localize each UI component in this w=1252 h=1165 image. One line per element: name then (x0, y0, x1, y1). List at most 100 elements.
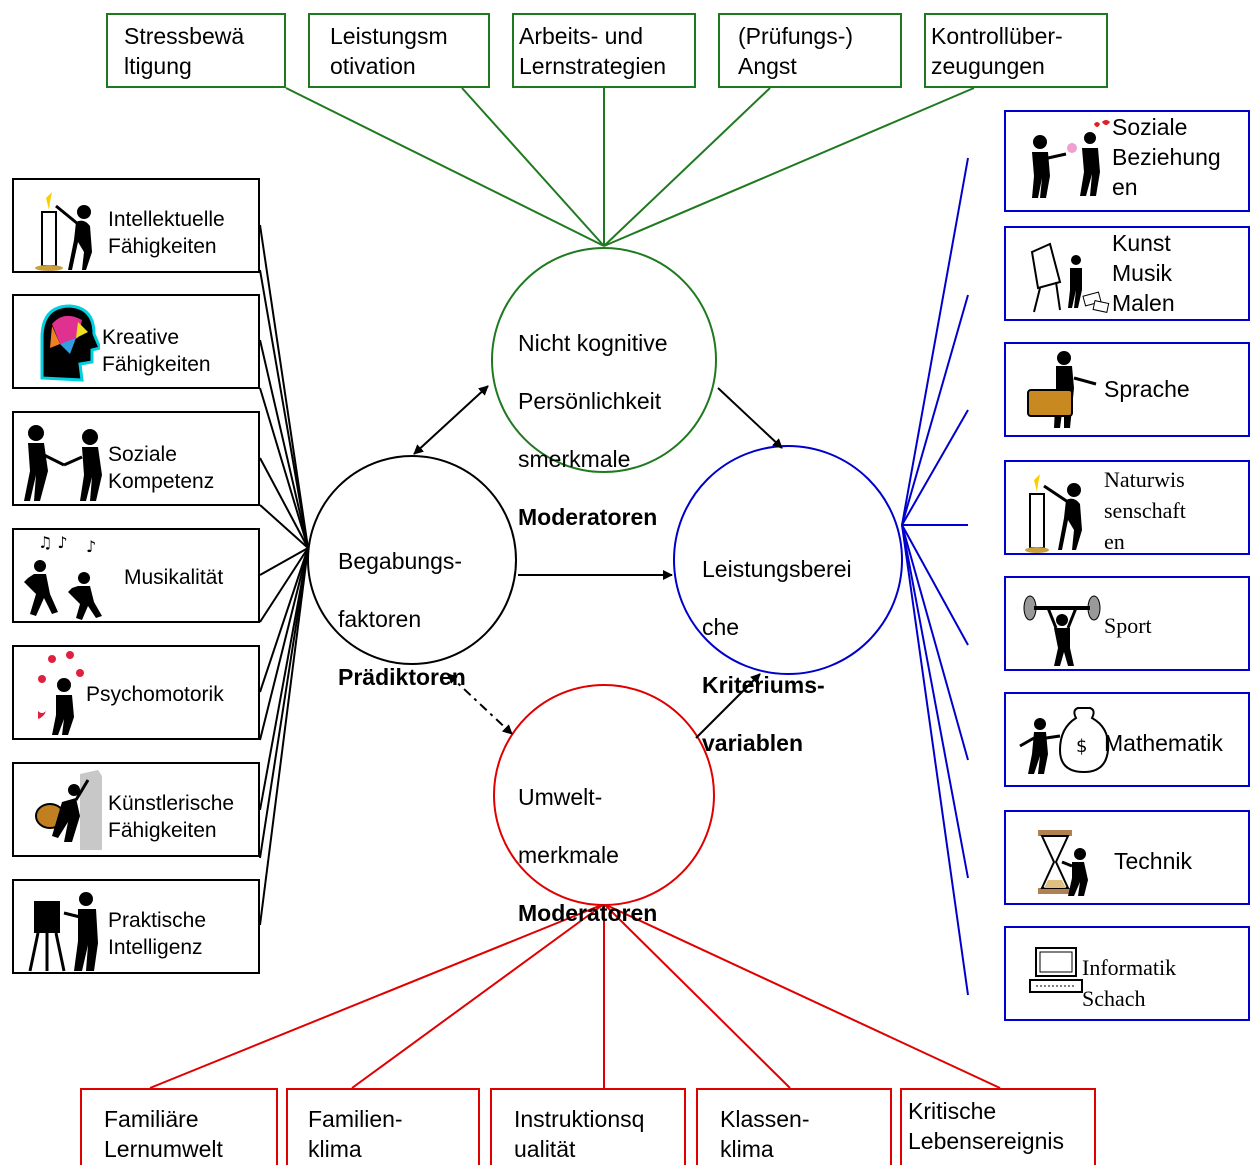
connector-line (259, 547, 309, 693)
circle-leistungsbereiche (673, 445, 903, 675)
blue-connectors (901, 157, 969, 996)
circle-right-line2: che (702, 614, 740, 640)
connector-line (461, 87, 605, 247)
box-label: Naturwis senschaft en (1104, 467, 1186, 554)
circle-bottom-line2: merkmale (518, 842, 619, 868)
circle-right-label: Leistungsberei che Kriteriums- variablen (702, 526, 852, 787)
box-label: Psychomotorik (86, 683, 224, 706)
circle-bottom-label: Umwelt- merkmale Moderatoren (518, 754, 657, 957)
connector-line (603, 903, 791, 1089)
circle-top-line1: Nicht kognitive (518, 330, 668, 356)
box-label: Instruktionsq ualität (514, 1106, 645, 1162)
box-label: Familiäre Lernumwelt (104, 1106, 223, 1162)
candle-figure-icon (1025, 474, 1082, 553)
circle-right-bold1: Kriteriums- (702, 672, 825, 698)
box-label: Technik (1114, 848, 1192, 874)
arrow-left-to-bottom (447, 673, 513, 735)
couple-flower-icon (1032, 120, 1110, 198)
connector-line (259, 547, 309, 623)
circle-begabungsfaktoren (307, 455, 517, 665)
box-naturwissenschaften: Naturwis senschaft en (1004, 460, 1250, 555)
connector-line (259, 224, 309, 549)
hourglass-icon (1038, 830, 1088, 896)
circle-top-bold: Moderatoren (518, 504, 658, 530)
connector-line (259, 457, 309, 549)
connector-line (259, 547, 309, 859)
connector-line (603, 87, 771, 247)
box-technik: Technik (1004, 810, 1250, 905)
box-kuenstlerische-faehigkeiten: Künstlerische Fähigkeiten (12, 762, 260, 857)
connector-line (351, 903, 605, 1089)
box-familiaere-lernumwelt: Familiäre Lernumwelt (80, 1088, 278, 1165)
circle-bottom-line1: Umwelt- (518, 784, 603, 810)
box-label: Mathematik (1104, 730, 1223, 756)
connector-line (259, 504, 309, 549)
box-label: Sport (1104, 613, 1152, 638)
circle-left-line1: Begabungs- (338, 548, 463, 574)
box-label: Leistungsm otivation (330, 23, 448, 79)
box-label: Praktische Intelligenz (108, 909, 207, 959)
connector-line (603, 903, 1001, 1089)
circle-top-line3: smerkmale (518, 446, 631, 472)
connector-line (285, 87, 605, 247)
box-soziale-beziehungen: Soziale Beziehung en (1004, 110, 1250, 212)
suitcase-figure-icon (1027, 351, 1097, 428)
connector-line (259, 339, 309, 549)
box-psychomotorik: Psychomotorik (12, 645, 260, 740)
box-intellektuelle-faehigkeiten: Intellektuelle Fähigkeiten (12, 178, 260, 273)
money-bag-icon: $ (1019, 707, 1110, 774)
box-informatik-schach: Informatik Schach (1004, 926, 1250, 1021)
box-musikalitaet: ♫ ♪ ♪ Musikalität (12, 528, 260, 623)
box-label: Arbeits- und Lernstrategien (519, 23, 667, 79)
artist-easel-icon (1030, 242, 1110, 313)
computer-icon (1029, 947, 1083, 993)
circle-top-label: Nicht kognitive Persönlichkeit smerkmale… (518, 300, 668, 561)
arrow-left-to-top (413, 385, 489, 455)
painter-easel-icon (28, 892, 98, 972)
circle-nicht-kognitive (491, 247, 717, 473)
climber-icon (35, 770, 102, 850)
red-connectors (149, 903, 1001, 1089)
box-kritische-lebensereignisse: Kritische Lebensereignis (900, 1088, 1096, 1165)
box-label: Klassen- klima (720, 1106, 810, 1162)
connector-line (259, 387, 309, 549)
connector-line (901, 524, 969, 879)
box-label: Stressbewä ltigung (124, 23, 245, 79)
dancing-figures-icon: ♫ ♪ ♪ (24, 533, 102, 620)
box-stressbewaeltigung: Stressbewä ltigung (106, 13, 286, 88)
box-label: Soziale Kompetenz (108, 443, 215, 493)
box-klassenklima: Klassen- klima (696, 1088, 892, 1165)
box-label: Künstlerische Fähigkeiten (108, 792, 235, 842)
circle-left-bold: Prädiktoren (338, 664, 466, 690)
connector-line (901, 524, 969, 646)
box-soziale-kompetenz: Soziale Kompetenz (12, 411, 260, 506)
connector-line (259, 547, 309, 741)
box-pruefungsangst: (Prüfungs-) Angst (718, 13, 902, 88)
handshake-icon (24, 425, 102, 501)
colorful-head-icon (40, 304, 100, 382)
connector-line (259, 547, 309, 576)
connector-line (259, 269, 309, 549)
box-label: (Prüfungs-) Angst (738, 23, 854, 79)
arrows (413, 385, 783, 739)
green-connectors (285, 87, 975, 247)
box-sport: Sport (1004, 576, 1250, 671)
arrow-bottom-to-right (695, 673, 761, 739)
circle-bottom-bold: Moderatoren (518, 900, 658, 926)
connector-line (901, 409, 969, 526)
box-kontrollueberzeugungen: Kontrollüber- zeugungen (924, 13, 1108, 88)
svg-text:♪: ♪ (86, 537, 96, 556)
connector-line (901, 524, 969, 761)
black-connectors (259, 224, 309, 926)
connector-line (901, 524, 969, 996)
box-leistungsmotivation: Leistungsm otivation (308, 13, 490, 88)
box-praktische-intelligenz: Praktische Intelligenz (12, 879, 260, 974)
circle-right-line1: Leistungsberei (702, 556, 852, 582)
circle-right-bold2: variablen (702, 730, 803, 756)
box-label: Sprache (1104, 376, 1190, 402)
box-label: Soziale Beziehung en (1112, 114, 1221, 200)
box-kunst-musik-malen: Kunst Musik Malen (1004, 226, 1250, 321)
connector-line (603, 87, 975, 247)
connector-line (259, 547, 309, 811)
